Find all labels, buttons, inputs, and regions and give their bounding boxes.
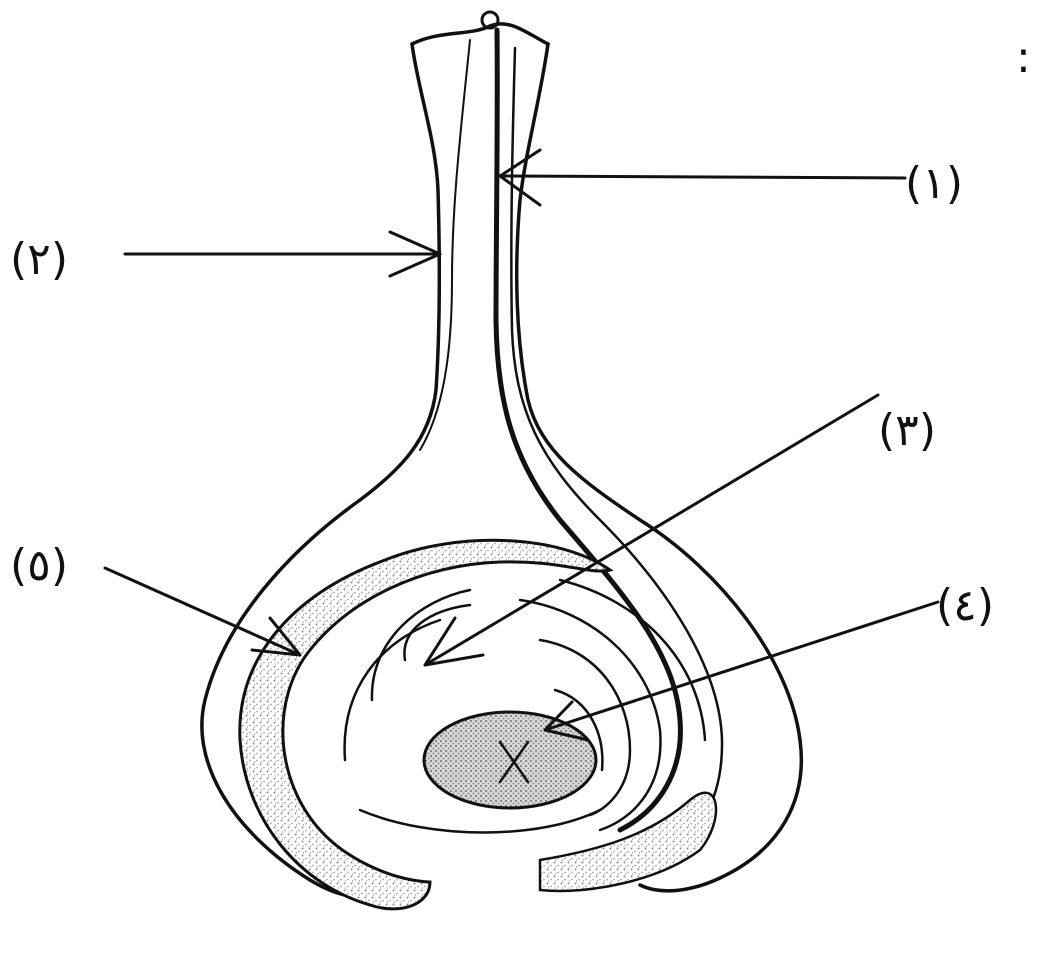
label-5: (٥) bbox=[10, 540, 68, 591]
arrow-1 bbox=[498, 148, 907, 207]
stigma-knob bbox=[480, 10, 500, 30]
pollen-tube bbox=[493, 27, 683, 833]
arrow-3 bbox=[423, 393, 880, 667]
arrow-5 bbox=[103, 566, 302, 657]
stigma-outline bbox=[410, 22, 550, 46]
arrow-2 bbox=[123, 230, 442, 278]
label-4: (٤) bbox=[936, 580, 994, 631]
integument-outer bbox=[238, 538, 614, 911]
ovary-wall-right-outer bbox=[514, 42, 803, 893]
embryo-sac-cross bbox=[498, 740, 530, 784]
style-inner-line-2 bbox=[419, 39, 471, 451]
nucellus-arcs bbox=[343, 578, 707, 834]
integument-inner bbox=[538, 791, 718, 893]
embryo-sac bbox=[422, 710, 598, 810]
colon-mark: : bbox=[1016, 32, 1031, 83]
arrow-4 bbox=[543, 600, 940, 742]
ovary-wall-left-outer bbox=[200, 42, 442, 898]
label-3: (٣) bbox=[878, 405, 936, 456]
label-2: (٢) bbox=[10, 234, 68, 285]
label-1: (١) bbox=[905, 158, 963, 209]
style-inner-line bbox=[510, 46, 724, 862]
